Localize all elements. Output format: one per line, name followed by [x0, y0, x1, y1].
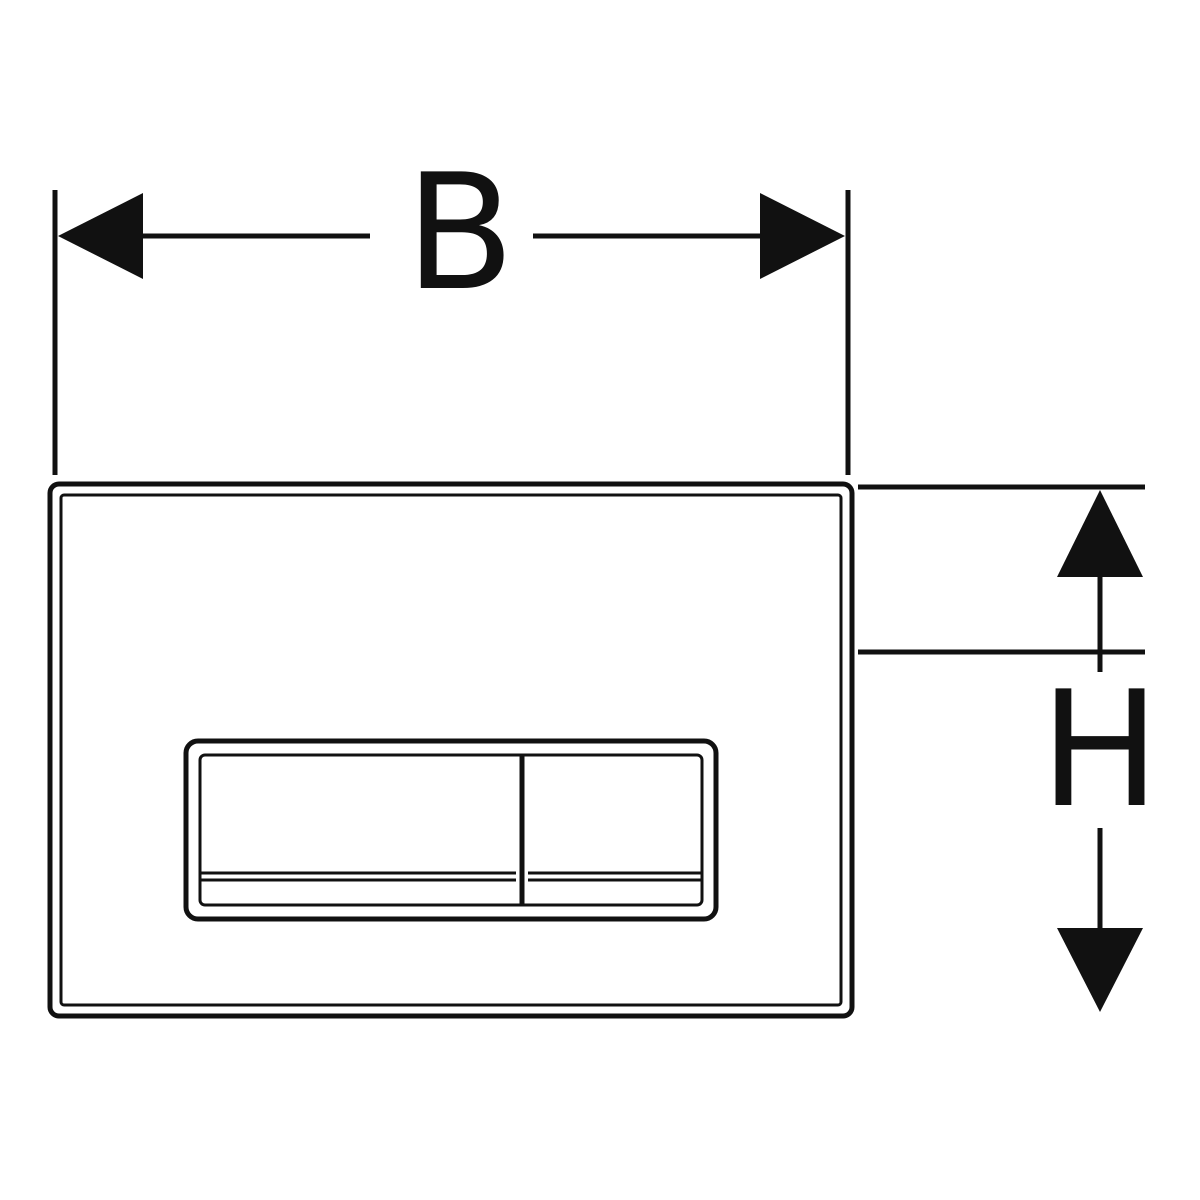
height-arrowhead-bottom [1057, 928, 1143, 1012]
height-dimension: H [858, 484, 1160, 1012]
width-dimension: B [52, 139, 851, 475]
flush-plate [47, 481, 855, 1019]
large-flush-button [200, 871, 516, 882]
button-frame-inner [198, 753, 704, 907]
width-arrowhead-left [58, 193, 143, 279]
width-label-b: B [405, 139, 515, 326]
height-label-h: H [1040, 656, 1160, 843]
button-frame [183, 738, 719, 922]
plate-inner-edge [59, 493, 843, 1007]
width-arrowhead-right [760, 193, 845, 279]
height-arrowhead-top [1057, 490, 1143, 577]
button-frame-outer [183, 738, 719, 922]
small-flush-button [528, 871, 702, 882]
plate-outer-edge [47, 481, 855, 1019]
